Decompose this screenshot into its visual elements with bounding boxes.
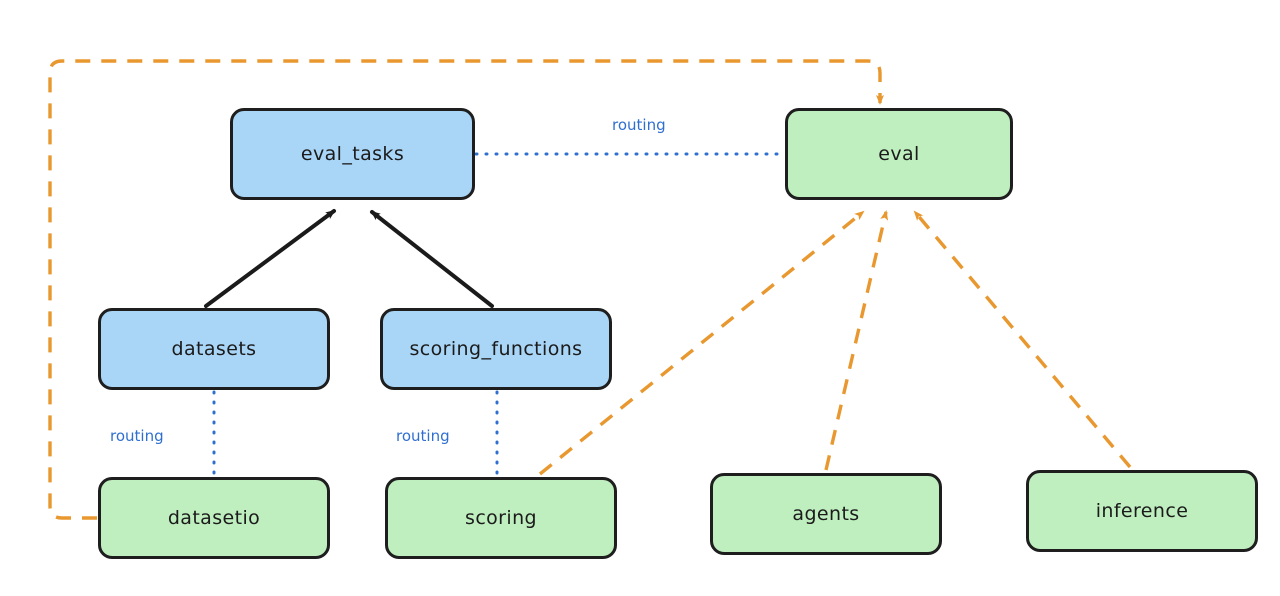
edge-label-routing-datasets-datasetio: routing xyxy=(110,427,164,445)
edge-datasets-to-eval-tasks xyxy=(204,209,336,308)
edge-scoring-functions-to-eval-tasks xyxy=(370,210,494,308)
node-datasets[interactable]: datasets xyxy=(98,308,330,390)
node-label-inference: inference xyxy=(1095,500,1189,522)
edge-datasetio-to-eval xyxy=(48,59,884,520)
node-label-scoring: scoring xyxy=(465,507,537,529)
node-label-agents: agents xyxy=(792,503,860,525)
edge-scoring-to-eval xyxy=(538,210,865,476)
edge-label-routing-scoring-functions-scoring: routing xyxy=(396,427,450,445)
node-eval[interactable]: eval xyxy=(785,108,1013,200)
node-label-eval-tasks: eval_tasks xyxy=(300,143,405,165)
node-label-eval: eval xyxy=(878,143,920,165)
node-label-datasetio: datasetio xyxy=(167,507,261,529)
node-label-datasets: datasets xyxy=(171,338,257,360)
node-datasetio[interactable]: datasetio xyxy=(98,477,330,559)
node-scoring[interactable]: scoring xyxy=(385,477,617,559)
edge-label-routing-eval-tasks-eval: routing xyxy=(612,116,666,134)
node-eval-tasks[interactable]: eval_tasks xyxy=(230,108,475,200)
edge-inference-to-eval xyxy=(913,210,1132,469)
node-inference[interactable]: inference xyxy=(1026,470,1258,552)
edge-agents-to-eval xyxy=(824,210,889,471)
node-agents[interactable]: agents xyxy=(710,473,942,555)
node-label-scoring-functions: scoring_functions xyxy=(409,338,583,360)
node-scoring-functions[interactable]: scoring_functions xyxy=(380,308,612,390)
